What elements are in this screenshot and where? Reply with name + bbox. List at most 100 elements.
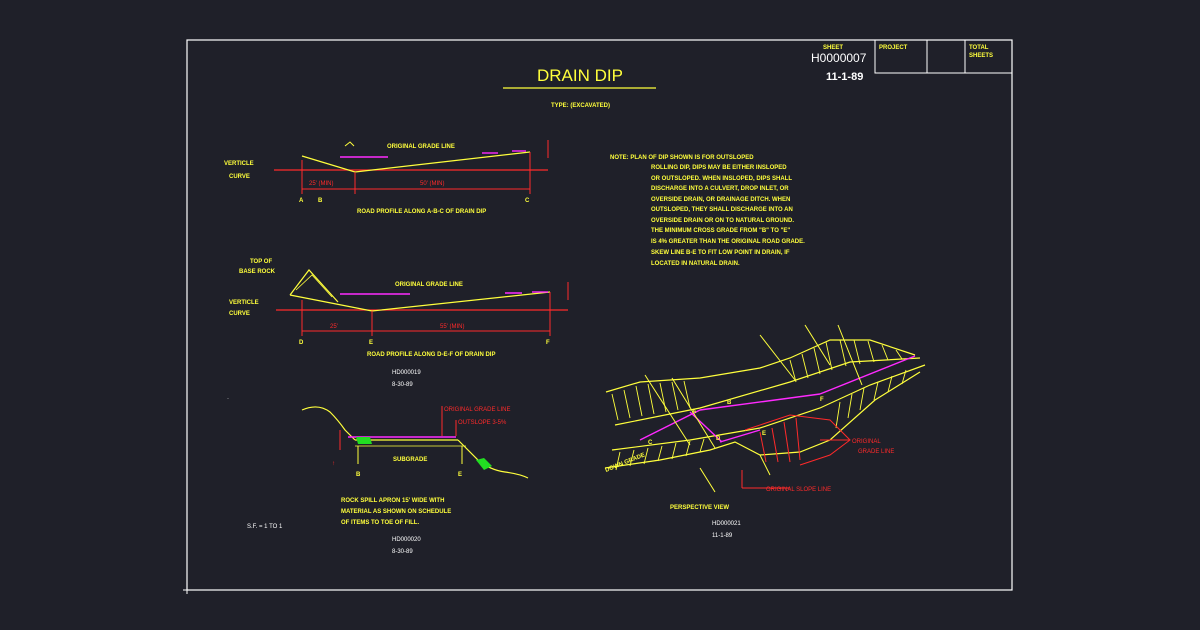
note-block: NOTE: PLAN OF DIP SHOWN IS FOR OUTSLOPED…: [610, 155, 805, 267]
hatch-line: [671, 381, 679, 411]
profile-def-point-f: F: [546, 340, 550, 346]
sheets-label: SHEETS: [969, 53, 993, 59]
perspective-skew-lines: [639, 355, 916, 443]
perspective-leader: [759, 334, 796, 381]
cross-section-ref-date: 8-30-89: [392, 549, 413, 555]
hatch-line: [859, 387, 865, 411]
skew-line: [699, 393, 821, 411]
sheet-label: SHEET: [823, 45, 843, 51]
profile-def-dim-right: 55' (MIN): [440, 324, 464, 330]
profile-abc-point-a: A: [299, 198, 304, 204]
point-marker: ·: [227, 396, 229, 402]
perspective-orig-grade-1: ORIGINAL: [852, 439, 881, 445]
profile-def-base-rock: [289, 269, 339, 303]
perspective-ref-id: HD000021: [712, 521, 741, 527]
profile-def-base-rock-label: BASE ROCK: [239, 269, 276, 275]
cross-section-subgrade-label: SUBGRADE: [393, 457, 427, 463]
cross-section-rock-right: [476, 458, 492, 470]
profile-abc-road: [301, 151, 531, 173]
rock-spill-note-line: ROCK SPILL APRON 15' WIDE WITH: [341, 498, 444, 504]
note-line: THE MINIMUM CROSS GRADE FROM "B" TO "E": [651, 228, 790, 234]
drain-hatch: [771, 427, 779, 463]
note-line: DISCHARGE INTO A CULVERT, DROP INLET, OR: [651, 186, 789, 192]
perspective-orig-slope: ORIGINAL SLOPE LINE: [766, 487, 831, 493]
hatch-line: [643, 447, 649, 465]
hatch-line: [873, 381, 879, 401]
perspective-leader: [837, 324, 863, 386]
page-subtitle: TYPE: (EXCAVATED): [551, 103, 610, 109]
rock-spill-note-line: MATERIAL AS SHOWN ON SCHEDULE: [341, 509, 451, 515]
profile-def-point-d: D: [299, 340, 304, 346]
perspective-leader: [759, 454, 771, 476]
cross-section-ground-left: [301, 406, 356, 441]
perspective-leader: [644, 374, 691, 446]
perspective-point-a: A: [692, 409, 697, 415]
hatch-line: [699, 438, 705, 453]
perspective-point-b: B: [727, 400, 732, 406]
total-label: TOTAL: [969, 45, 989, 51]
hatch-line: [887, 375, 893, 393]
perspective-leader: [804, 324, 831, 366]
note-line: OR OUTSLOPED. WHEN INSLOPED, DIPS SHALL: [651, 176, 792, 182]
perspective-road-lower: [611, 364, 926, 451]
note-line: OVERSIDE DRAIN, OR DRAINAGE DITCH. WHEN: [651, 197, 790, 203]
skew-line: [639, 409, 701, 441]
hatch-line: [839, 339, 847, 367]
hatch-line: [901, 369, 907, 385]
drain-hatch: [783, 421, 791, 463]
note-line: NOTE: PLAN OF DIP SHOWN IS FOR OUTSLOPED: [610, 155, 754, 161]
perspective-leader: [671, 377, 716, 449]
rock-spill-note-line: OF ITEMS TO TOE OF FILL.: [341, 520, 419, 526]
perspective-hatching: [611, 339, 907, 471]
hatch-line: [853, 339, 861, 365]
profile-abc-diagram: VERTICLE CURVE ORIGINAL GRADE LINE 25' (…: [224, 140, 549, 215]
profile-abc-dim-left: 25' (MIN): [309, 181, 333, 187]
drain-outline: [744, 414, 851, 466]
perspective-caption: PERSPECTIVE VIEW: [670, 505, 729, 511]
note-line: OVERSIDE DRAIN OR ON TO NATURAL GROUND.: [651, 218, 794, 224]
hatch-line: [801, 353, 809, 379]
sheet-date: 11-1-89: [826, 71, 863, 83]
perspective-point-c: C: [648, 440, 653, 446]
skew-line: [719, 429, 761, 443]
scale-note: S.F. = 1 TO 1: [247, 524, 283, 530]
hatch-line: [813, 347, 821, 375]
profile-def-diagram: TOP OF BASE ROCK VERTICLE CURVE ORIGINAL…: [229, 259, 569, 388]
skew-line: [819, 355, 916, 395]
hatch-line: [611, 393, 619, 421]
drain-hatch: [759, 431, 767, 463]
cross-section-red-mark: ↑: [332, 461, 335, 467]
note-line: SKEW LINE B-E TO FIT LOW POINT IN DRAIN,…: [651, 250, 790, 256]
profile-abc-point-c: C: [525, 198, 530, 204]
sheet-number: H0000007: [811, 51, 867, 65]
note-line: LOCATED IN NATURAL DRAIN.: [651, 261, 740, 267]
profile-def-dim-left: 25': [330, 324, 338, 330]
perspective-road-upper: [614, 357, 921, 426]
hatch-line: [867, 340, 875, 363]
profile-def-ref-id: HD000019: [392, 370, 421, 376]
hatch-line: [835, 401, 841, 429]
perspective-point-e: E: [762, 431, 766, 437]
hatch-line: [683, 380, 691, 409]
profile-abc-point-b: B: [318, 198, 323, 204]
hatch-line: [629, 449, 635, 467]
perspective-diagram: A B C D E F DOWN GRADE ORIGINAL GRADE LI…: [605, 324, 926, 539]
perspective-point-f: F: [820, 397, 824, 403]
hatch-line: [847, 393, 853, 419]
cross-section-grade-label: ORIGINAL GRADE LINE: [444, 407, 510, 413]
hatch-line: [789, 359, 797, 383]
skew-line: [689, 411, 723, 443]
profile-def-base-rock-2: [295, 274, 333, 298]
cross-section-point-b: B: [356, 472, 361, 478]
drain-hatch: [795, 417, 801, 461]
hatch-line: [657, 445, 663, 462]
profile-def-verticle: VERTICLE: [229, 300, 259, 306]
profile-def-grade-label: ORIGINAL GRADE LINE: [395, 282, 463, 288]
hatch-line: [647, 383, 655, 415]
sheet-border: [186, 39, 1013, 591]
profile-abc-dim-right: 50' (MIN): [420, 181, 444, 187]
perspective-leader: [699, 467, 716, 493]
profile-def-point-e: E: [369, 340, 373, 346]
hatch-line: [671, 442, 677, 460]
profile-abc-tick: [344, 141, 355, 147]
